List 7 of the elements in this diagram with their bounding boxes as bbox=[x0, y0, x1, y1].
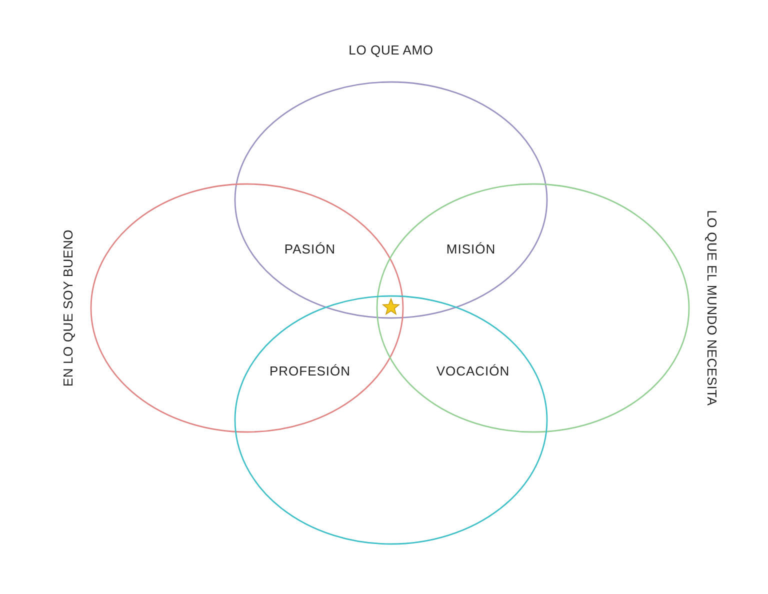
overlap-label: PASIÓN bbox=[284, 242, 336, 256]
overlap-label: MISIÓN bbox=[446, 242, 496, 256]
circle-heading: LO QUE AMO bbox=[348, 42, 434, 58]
circle-heading: EN LO QUE SOY BUENO bbox=[60, 229, 76, 387]
circle-heading: LO QUE EL MUNDO NECESITA bbox=[704, 210, 720, 406]
overlap-label: PROFESIÓN bbox=[269, 364, 351, 378]
overlap-label: VOCACIÓN bbox=[436, 364, 510, 378]
